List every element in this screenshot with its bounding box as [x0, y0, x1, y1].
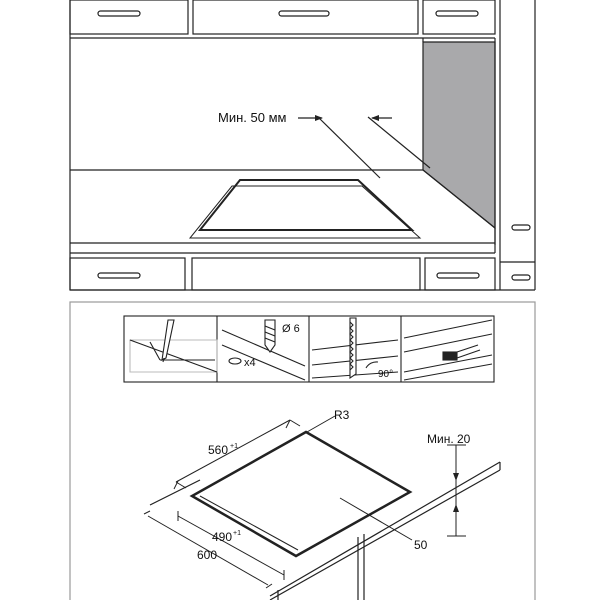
dimension-lines: [143, 415, 466, 589]
svg-text:+1: +1: [230, 443, 238, 450]
pencil-icon: [161, 319, 175, 363]
drill-hole-icon: [228, 357, 242, 365]
handle-icon: [97, 272, 141, 279]
seal-tape-icon: [442, 344, 481, 361]
countertop-cutout: [149, 430, 501, 600]
handle-icon: [436, 272, 480, 279]
cutout-width-label: 560 +1: [208, 443, 238, 457]
side-wall: [422, 41, 496, 230]
countertop: [70, 169, 496, 254]
hob: [188, 179, 422, 239]
drill-diameter-label: Ø 6: [282, 323, 300, 335]
svg-text:490: 490: [212, 530, 232, 544]
angle-arc: [365, 361, 379, 369]
handle-icon: [435, 10, 479, 17]
step-sawing: [311, 317, 399, 380]
min-edge-distance-label: 600: [197, 548, 217, 562]
lower-cabinets: [69, 257, 496, 291]
svg-text:560: 560: [208, 443, 228, 457]
cutout-panel-frame: [69, 301, 536, 600]
right-cabinet-column: [499, 0, 536, 290]
min-rear-gap-label: Мин. 20: [427, 432, 471, 446]
handle-icon: [278, 10, 330, 17]
step-marking: [129, 319, 218, 373]
step-sealing: [403, 319, 493, 381]
corner-radius-label: R3: [334, 408, 350, 422]
min-clearance-label: Мин. 50 мм: [218, 110, 287, 125]
svg-text:+1: +1: [233, 530, 241, 537]
handle-icon: [97, 10, 141, 17]
drill-count-label: x4: [244, 357, 256, 369]
jigsaw-blade-icon: [349, 317, 357, 380]
cutout-depth-label: 490 +1: [212, 530, 241, 544]
cutout-opening: [189, 430, 413, 558]
handle-icon: [511, 274, 531, 281]
handle-icon: [511, 224, 531, 231]
saw-angle-label: 90°: [378, 369, 393, 380]
step-drilling: [221, 319, 306, 381]
kitchen-installation-view: [69, 0, 536, 291]
front-gap-label: 50: [414, 538, 428, 552]
drill-bit-icon: [264, 319, 276, 353]
upper-cabinets: [69, 0, 496, 39]
installation-steps: [123, 315, 495, 383]
